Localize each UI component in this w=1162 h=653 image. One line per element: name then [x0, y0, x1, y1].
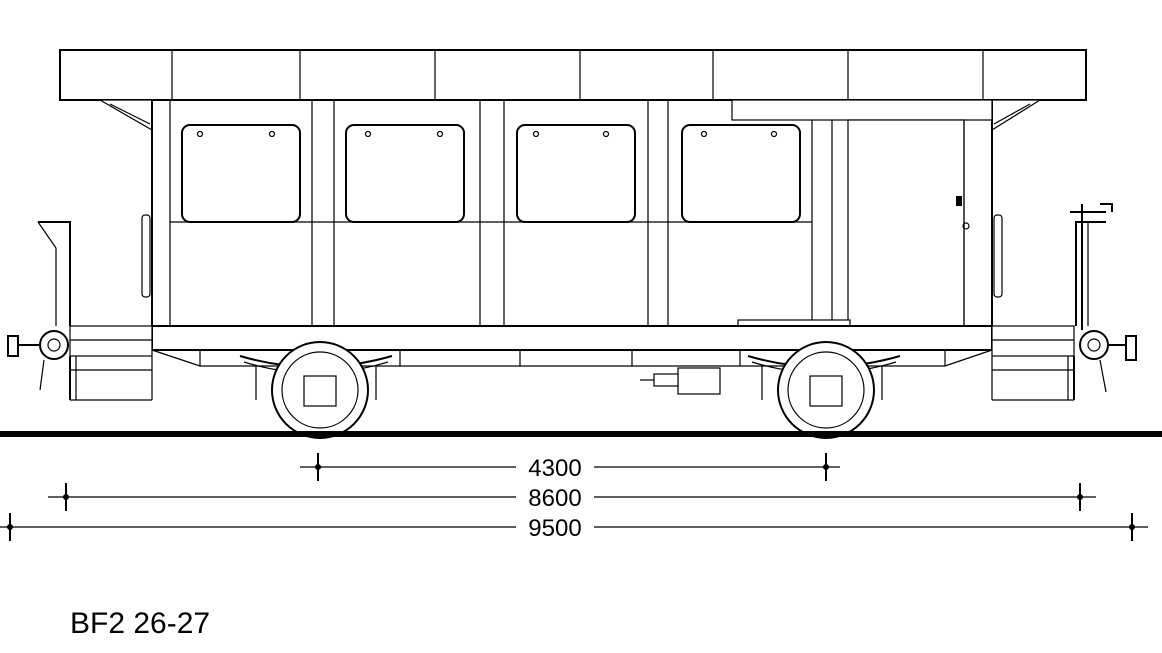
wheel-left [271, 341, 369, 439]
bogie-left [239, 341, 393, 439]
window-4 [681, 124, 801, 223]
dimension-label-4300: 4300 [528, 455, 581, 482]
dimension-9500: 9500 [0, 513, 1148, 542]
left-end-platform [7, 221, 153, 401]
window-1 [181, 124, 301, 223]
dimension-label-9500: 9500 [528, 515, 581, 542]
rail-line [0, 431, 1162, 437]
bogie-right [747, 341, 901, 439]
window-2 [345, 124, 465, 223]
right-end-platform [991, 203, 1137, 401]
dimension-8600: 8600 [48, 483, 1096, 512]
carriage-designation: BF2 26-27 [70, 607, 210, 640]
dimension-label-8600: 8600 [528, 485, 581, 512]
wheel-right [777, 341, 875, 439]
window-3 [516, 124, 636, 223]
dimension-4300: 4300 [300, 453, 840, 482]
